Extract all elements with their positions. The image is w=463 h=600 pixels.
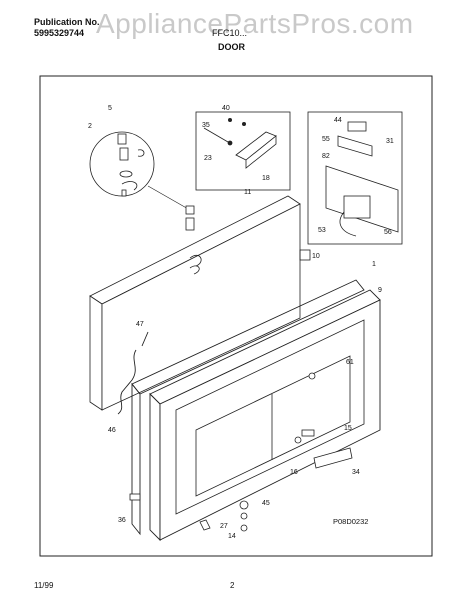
- outer-door: [149, 289, 381, 542]
- callout-2: 2: [88, 123, 92, 130]
- callout-5: 5: [108, 105, 112, 112]
- callout-53: 53: [318, 227, 326, 234]
- door-inner-frame: [175, 319, 365, 515]
- footer-page: 2: [230, 581, 235, 590]
- callout-labels: 1 2 5 9 10 11 14 15 16 18 23 27 31 34 35 36 40 44 45 46 47 53…: [88, 105, 394, 540]
- heater-wire: [117, 331, 149, 415]
- callout-23: 23: [204, 155, 212, 162]
- callout-10: 10: [312, 253, 320, 260]
- light-wires: [339, 211, 357, 237]
- publication-label: Publication No.: [34, 17, 100, 27]
- watermark: AppliancePartsPros.com: [96, 8, 414, 39]
- detail-leader: [147, 185, 191, 211]
- callout-36: 36: [118, 517, 126, 524]
- callout-55: 55: [322, 136, 330, 143]
- publication-number: 5995329744: [34, 28, 85, 38]
- screw-23: [203, 127, 233, 146]
- diagram-code: P08D0232: [333, 517, 368, 526]
- hinge-bracket: [235, 131, 277, 169]
- section-title: DOOR: [218, 42, 245, 52]
- callout-9: 9: [378, 287, 382, 294]
- callout-35: 35: [202, 122, 210, 129]
- callout-44: 44: [334, 117, 342, 124]
- inner-liner-panel: [89, 195, 301, 411]
- inset-box-hinge: [195, 111, 291, 191]
- bottom-parts: [129, 493, 249, 532]
- callout-34: 34: [352, 469, 360, 476]
- light-housing: [325, 121, 399, 233]
- liner-hardware: [185, 205, 202, 275]
- callout-82: 82: [322, 153, 330, 160]
- diagram-frame: [39, 75, 433, 557]
- callout-46: 46: [108, 427, 116, 434]
- callout-27: 27: [220, 523, 228, 530]
- detail-parts: [117, 133, 145, 197]
- callout-11: 11: [244, 189, 251, 196]
- callout-1: 1: [372, 261, 376, 268]
- inset-box-light: [307, 111, 403, 245]
- washer-40b: [242, 122, 246, 126]
- door-handle-parts: [294, 249, 353, 469]
- callout-16: 16: [290, 469, 298, 476]
- model-number: FFC10...: [212, 28, 248, 38]
- callout-61: 61: [346, 359, 354, 366]
- callout-45: 45: [262, 500, 270, 507]
- footer-date: 11/99: [34, 581, 54, 590]
- callout-56: 56: [384, 229, 392, 236]
- washer-40a: [228, 118, 232, 122]
- callout-15: 15: [344, 425, 352, 432]
- callout-47: 47: [136, 321, 144, 328]
- callout-40: 40: [222, 105, 230, 112]
- callout-31: 31: [386, 138, 394, 145]
- callout-14: 14: [228, 533, 236, 540]
- callout-18: 18: [262, 175, 270, 182]
- door-gasket: [131, 279, 365, 536]
